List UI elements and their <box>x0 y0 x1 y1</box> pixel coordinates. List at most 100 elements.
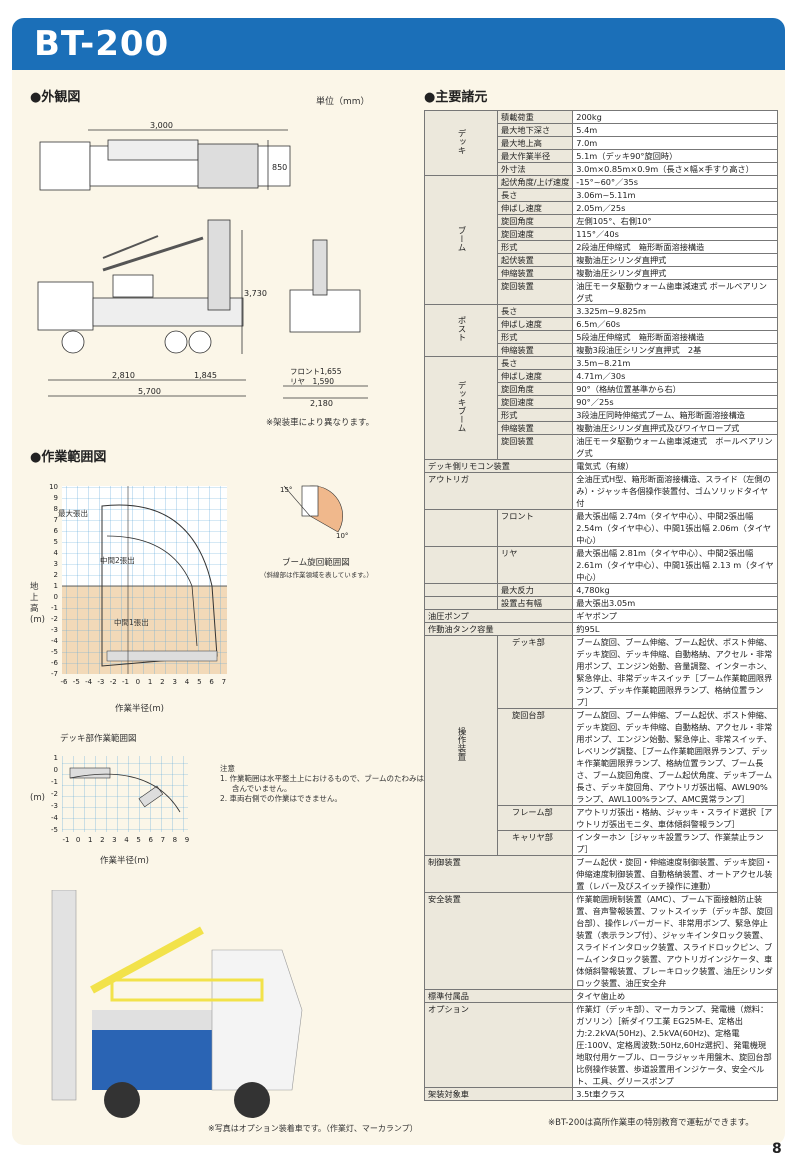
spec-value: 最大張出3.05m <box>572 596 778 610</box>
deck-x-tick: 3 <box>112 836 116 844</box>
spec-value: 全油圧式H型、箱形断面溶接構造、スライド（左側のみ）・ジャッキ各個操作装置付、ゴ… <box>572 472 778 510</box>
group-boom: ブーム <box>424 175 498 305</box>
deck-ylabel: (m) <box>30 793 45 803</box>
exterior-drawing: 3,000 850 3,730 2,810 1,845 5,700 フロント1,… <box>37 121 368 408</box>
spec-label: 旋回角度 <box>496 214 574 228</box>
spec-label: 旋回速度 <box>496 227 574 241</box>
group-deck-boom: デッキブーム <box>424 356 498 460</box>
range-y-tick: 6 <box>54 527 59 535</box>
dim-wheelbase-1: 2,810 <box>112 371 135 380</box>
spec-value: 3段油圧同時伸縮式ブーム、箱形断面溶接構造 <box>572 408 778 422</box>
dim-top-height: 850 <box>272 163 287 172</box>
spec-value: 3.325m~9.825m <box>572 304 778 318</box>
spec-value: 左側105°、右側10° <box>572 214 778 228</box>
range-y-tick: 4 <box>54 549 59 557</box>
spec-value: 2.05m／25s <box>572 201 778 215</box>
spec-value: ブーム旋回、ブーム伸縮、ブーム起伏、ポスト伸縮、デッキ旋回、デッキ伸縮、自動格納… <box>572 635 778 709</box>
deck-y-tick: -4 <box>51 814 59 822</box>
spec-footnote: ※BT-200は高所作業車の特別教育で運転ができます。 <box>548 1118 754 1128</box>
range-y-tick: 3 <box>54 560 58 568</box>
range-y-tick: -4 <box>51 637 59 645</box>
range-title: ●作業範囲図 <box>30 450 107 465</box>
range-x-tick: 4 <box>185 678 190 686</box>
spec-row-ctrl: 操作装置デッキ部ブーム旋回、ブーム伸縮、ブーム起伏、ポスト伸縮、デッキ旋回、デッ… <box>424 635 778 856</box>
spec-value: 4.71m／30s <box>572 369 778 383</box>
spec-value: ギヤポンプ <box>572 609 778 623</box>
spec-row: 伸縮装置複動油圧シリンダ直押式 <box>425 266 778 280</box>
spec-label: フレーム部 <box>496 805 574 831</box>
spec-row: ブーム起伏角度/上げ速度-15°~60°／35s <box>424 175 778 305</box>
range-x-tick: -4 <box>85 678 93 686</box>
range-x-tick: 7 <box>222 678 226 686</box>
spec-label: 外寸法 <box>496 162 574 176</box>
range-x-tick: 2 <box>160 678 164 686</box>
spec-label: オプション <box>423 1002 574 1088</box>
range-x-tick: -6 <box>61 678 69 686</box>
spec-row-remote: デッキ側リモコン装置電気式（有線） <box>423 459 778 473</box>
deck-y-tick: -5 <box>51 826 58 834</box>
deck-x-tick: 6 <box>148 836 153 844</box>
spec-value: 作業灯（デッキ部）、マーカランプ、発電機（燃料：ガソリン）［新ダイワ工業 EG2… <box>572 1002 778 1088</box>
range-label-max: 最大張出 <box>58 509 88 518</box>
range-y-tick: -6 <box>51 659 59 667</box>
spec-value: 3.5m~8.21m <box>572 356 778 370</box>
boom-rotation-diagram: 15° 10° <box>280 485 348 540</box>
range-y-tick: -7 <box>51 670 58 678</box>
spec-value: 5.4m <box>572 123 778 137</box>
dim-top-length: 3,000 <box>150 121 173 130</box>
range-x-tick: -3 <box>97 678 104 686</box>
spec-value: -15°~60°／35s <box>572 175 778 189</box>
spec-value: 4,780kg <box>572 583 778 597</box>
spec-label: 制御装置 <box>423 855 574 893</box>
spec-row-options: オプション作業灯（デッキ部）、マーカランプ、発電機（燃料：ガソリン）［新ダイワ工… <box>423 1002 778 1088</box>
spec-label: 旋回速度 <box>496 395 574 409</box>
range-x-tick: -2 <box>110 678 117 686</box>
spec-label: 長さ <box>496 304 574 318</box>
spec-row-ctrl: 旋回台部ブーム旋回、ブーム伸縮、ブーム起伏、ポスト伸縮、デッキ旋回、デッキ伸縮、… <box>425 708 778 806</box>
range-y-tick: 0 <box>54 593 58 601</box>
spec-label: 伸縮装置 <box>496 343 574 357</box>
rotation-note: （斜線部は作業領域を表しています。） <box>260 571 373 579</box>
deck-x-tick: 2 <box>100 836 104 844</box>
exterior-title: ●外観図 <box>30 90 81 105</box>
spec-value: 3.0m×0.85m×0.9m（長さ×幅×手すり高さ） <box>572 162 778 176</box>
spec-indent <box>424 546 498 584</box>
spec-row-safety: 安全装置作業範囲規制装置（AMC）、ブーム下面接触防止装置、音声警報装置、フット… <box>423 892 778 990</box>
range-y-tick: 9 <box>54 494 58 502</box>
spec-value: 90°（格納位置基準から右） <box>572 382 778 396</box>
spec-label: 伸縮装置 <box>496 266 574 280</box>
spec-label: 油圧ポンプ <box>423 609 574 623</box>
spec-value: 115°／40s <box>572 227 778 241</box>
deck-note-1b: 含んでいません。 <box>232 784 292 793</box>
spec-label: 長さ <box>496 188 574 202</box>
spec-label: 最大地下深さ <box>496 123 574 137</box>
range-x-tick: 5 <box>197 678 201 686</box>
spec-row-ctrl: フレーム部アウトリガ張出・格納、ジャッキ・スライド選択［アウトリガ張出モニタ、車… <box>425 805 778 831</box>
unit-label: 単位（mm） <box>316 97 370 107</box>
range-y-tick: -2 <box>51 615 58 623</box>
spec-label: 架装対象車 <box>423 1087 574 1101</box>
spec-label: 長さ <box>496 356 574 370</box>
spec-label: 最大地上高 <box>496 136 574 150</box>
deck-note-title: 注意 <box>220 764 235 773</box>
spec-value: 6.5m／60s <box>572 317 778 331</box>
spec-label: キャリヤ部 <box>496 830 574 856</box>
spec-value: ブーム旋回、ブーム伸縮、ブーム起伏、ポスト伸縮、デッキ旋回、デッキ伸縮、自動格納… <box>572 708 778 806</box>
spec-value: 複動3段油圧シリンダ直押式 2基 <box>572 343 778 357</box>
page-number: 8 <box>772 1141 782 1157</box>
deck-x-tick: 1 <box>88 836 92 844</box>
spec-row-outrigger-front: フロント最大張出幅 2.74m（タイヤ中心）、中間2張出幅 2.54m（タイヤ中… <box>424 509 778 547</box>
dim-front-tread: フロント1,655 <box>290 367 342 376</box>
spec-value: 複動油圧シリンダ直押式 <box>572 266 778 280</box>
range-x-tick: -5 <box>73 678 80 686</box>
range-y-tick: 5 <box>54 538 58 546</box>
spec-row-outrigger-rear: リヤ最大張出幅 2.81m（タイヤ中心）、中間2張出幅 2.61m（タイヤ中心）… <box>424 546 778 584</box>
spec-label: 起伏装置 <box>496 253 574 267</box>
